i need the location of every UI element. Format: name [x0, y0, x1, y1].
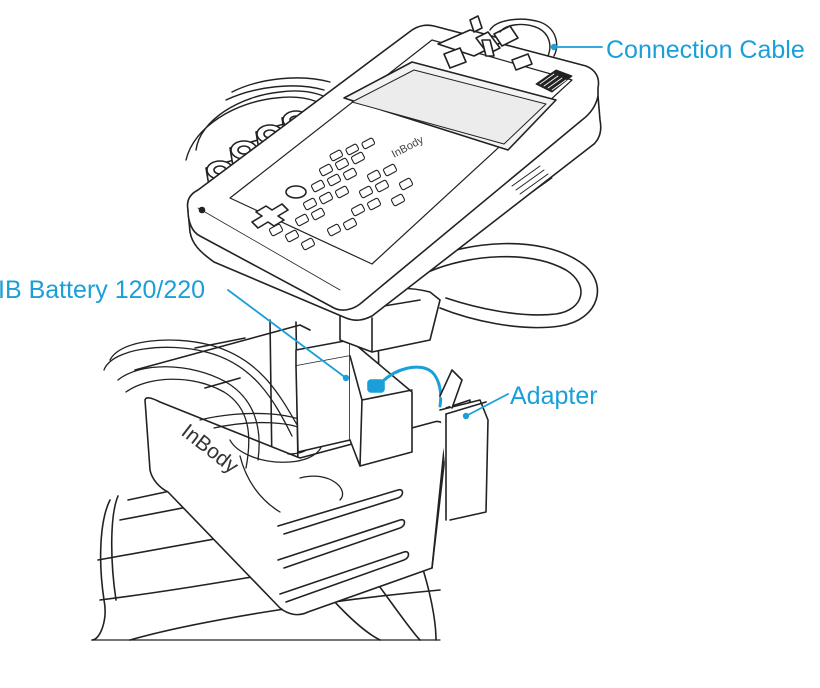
round-key: [285, 185, 307, 199]
top-cables: [489, 18, 558, 57]
speaker-grille: [535, 69, 573, 93]
battery-label: IB Battery 120/220: [0, 276, 206, 304]
connection-cable-leader: [550, 43, 603, 51]
adapter-cable: [367, 365, 463, 409]
connection-cable-label: Connection Cable: [606, 36, 805, 64]
battery: [295, 339, 413, 467]
callout-leaders: [227, 43, 603, 420]
adapter-label: Adapter: [510, 382, 598, 410]
adapter-leader: [462, 393, 509, 420]
keypad: [268, 137, 414, 251]
battery-leader: [227, 289, 350, 382]
device: InBody: [186, 15, 602, 321]
cart-handle: [419, 242, 599, 329]
dpad: [251, 203, 289, 229]
side-vents: [511, 165, 553, 199]
